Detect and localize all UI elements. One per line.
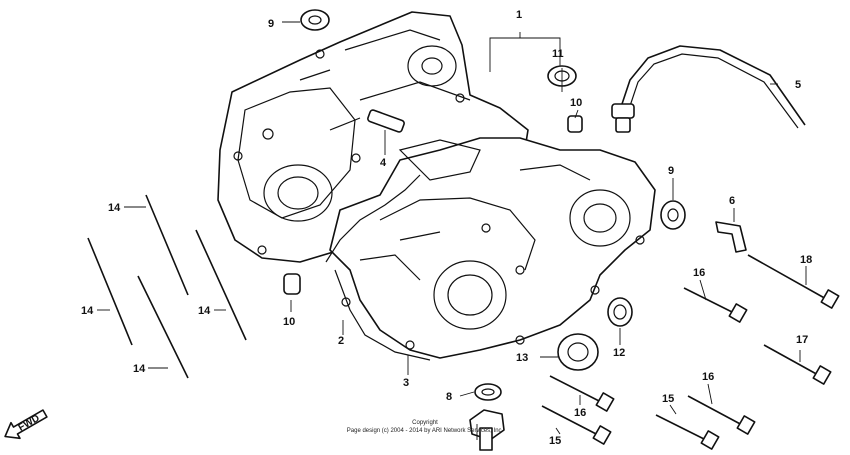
callout-9-upper: 9 xyxy=(268,18,274,30)
callout-11: 11 xyxy=(552,48,564,60)
stud-14-a[interactable] xyxy=(145,194,189,296)
callout-labels: 1 2 3 4 5 6 8 9 9 10 10 11 12 13 14 14 1… xyxy=(81,9,812,447)
stud-14-b[interactable] xyxy=(195,229,247,341)
oil-seal-13[interactable] xyxy=(557,333,599,371)
fwd-arrow-icon xyxy=(4,409,48,440)
callout-6: 6 xyxy=(729,195,735,207)
dowel-pin-10-upper[interactable] xyxy=(567,115,583,133)
bolt-16-middle[interactable] xyxy=(549,375,615,412)
callout-8: 8 xyxy=(446,391,452,403)
callout-13: 13 xyxy=(516,352,528,364)
callout-4: 4 xyxy=(380,157,387,169)
copyright-notice: Copyright Page design (c) 2004 - 2014 by… xyxy=(347,420,504,434)
crankcase-gasket[interactable] xyxy=(325,174,431,361)
callout-10-lower: 10 xyxy=(283,316,295,328)
callout-15-middle: 15 xyxy=(549,435,561,447)
breather-tube-5[interactable] xyxy=(611,45,806,133)
callout-12: 12 xyxy=(613,347,625,359)
callout-17: 17 xyxy=(796,334,808,346)
copyright-line-1: Copyright xyxy=(412,420,438,426)
callout-5: 5 xyxy=(795,79,801,91)
callout-10-upper: 10 xyxy=(570,97,582,109)
callout-9-right: 9 xyxy=(668,165,674,177)
fwd-label: FWD xyxy=(16,413,41,434)
leader-lines xyxy=(97,21,807,440)
callout-16-right-upper: 16 xyxy=(693,267,705,279)
callout-14-d: 14 xyxy=(133,363,146,375)
bracket-6[interactable] xyxy=(715,221,747,253)
oil-seal-12[interactable] xyxy=(607,297,633,327)
dowel-pin-10-lower[interactable] xyxy=(283,273,301,295)
callout-2: 2 xyxy=(338,335,344,347)
copyright-line-2: Page design (c) 2004 - 2014 by ARI Netwo… xyxy=(347,428,504,434)
callout-14-c: 14 xyxy=(198,305,211,317)
callout-3: 3 xyxy=(403,377,409,389)
bolt-16-lower-right[interactable] xyxy=(687,395,756,435)
stud-14-d[interactable] xyxy=(137,275,189,379)
bolt-15-middle[interactable] xyxy=(541,405,612,445)
callout-15-right: 15 xyxy=(662,393,674,405)
dowel-pin-4[interactable] xyxy=(367,109,405,133)
washer-8[interactable] xyxy=(474,383,502,401)
callout-16-lower-right: 16 xyxy=(702,371,714,383)
drain-bolt-7[interactable] xyxy=(469,409,505,451)
forward-direction-indicator: FWD xyxy=(4,409,48,440)
washer-9-right[interactable] xyxy=(660,200,686,230)
stud-14-c[interactable] xyxy=(87,237,133,346)
callout-1: 1 xyxy=(516,9,522,21)
bolt-18[interactable] xyxy=(747,254,840,309)
bolt-15-right[interactable] xyxy=(655,414,720,450)
bolt-16-right-upper[interactable] xyxy=(683,287,748,323)
right-crankcase-half[interactable] xyxy=(329,137,656,359)
callout-18: 18 xyxy=(800,254,812,266)
callout-14-a: 14 xyxy=(108,202,121,214)
callout-14-b: 14 xyxy=(81,305,94,317)
washer-9-upper[interactable] xyxy=(300,9,330,31)
callout-16-middle: 16 xyxy=(574,407,586,419)
bolt-17[interactable] xyxy=(763,344,832,385)
